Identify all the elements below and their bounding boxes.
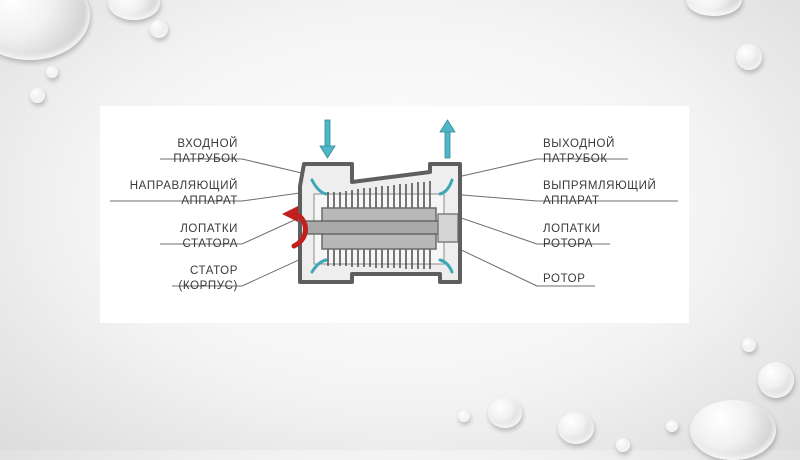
water-drop	[686, 0, 742, 16]
rotation-arrow-icon	[282, 206, 308, 249]
water-drop	[488, 398, 522, 428]
water-drop	[46, 66, 58, 78]
water-drop	[30, 88, 45, 103]
compressor-diagram	[110, 119, 678, 287]
label-rotor: РОТОР	[543, 273, 586, 285]
water-drop	[736, 44, 762, 70]
water-drop	[616, 438, 630, 452]
water-drop	[150, 20, 168, 38]
guide-vane-curves	[310, 178, 454, 274]
water-drop	[108, 0, 160, 20]
water-drop	[742, 338, 756, 352]
inlet-flow-arrow-icon	[319, 119, 336, 159]
water-drop	[758, 362, 794, 398]
water-drop	[0, 0, 90, 60]
water-drop	[690, 400, 776, 460]
label-stator-casing: СТАТОР(КОРПУС)	[178, 265, 238, 292]
rotor-shaft	[304, 220, 454, 235]
rotor-blades	[327, 249, 431, 269]
water-drop	[558, 412, 594, 444]
water-drop	[458, 410, 470, 422]
stator-blades	[327, 181, 431, 208]
outlet-flow-arrow-icon	[439, 119, 456, 159]
water-drop	[666, 420, 678, 432]
